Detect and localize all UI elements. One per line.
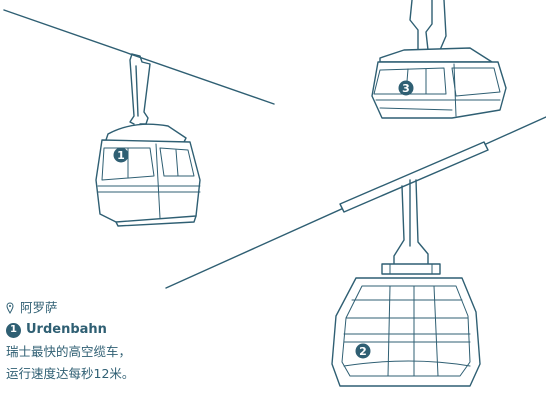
location-pin-icon bbox=[6, 302, 14, 314]
cabin-3-badge bbox=[398, 80, 414, 96]
cabin-1-label: 1 bbox=[117, 149, 125, 162]
cabin-1-badge bbox=[113, 147, 129, 163]
cabin-2-label: 2 bbox=[359, 345, 367, 358]
location-row: 阿罗萨 bbox=[6, 297, 206, 319]
item-number-badge: 1 bbox=[6, 322, 21, 338]
gondola-cabin-1: 1 bbox=[95, 53, 201, 227]
cabin-3-label: 3 bbox=[402, 82, 410, 95]
item-name: Urdenbahn bbox=[26, 322, 107, 337]
description-line-2: 运行速度达每秒12米。 bbox=[6, 366, 135, 381]
gondola-cabin-2: 2 bbox=[331, 141, 489, 387]
gondola-cabin-3: 3 bbox=[371, 0, 507, 119]
item-title-row: 1 Urdenbahn bbox=[6, 319, 206, 341]
info-caption: 阿罗萨 1 Urdenbahn 瑞士最快的高空缆车， 运行速度达每秒12米。 bbox=[6, 297, 206, 385]
cable-left bbox=[3, 9, 275, 105]
description-line-1: 瑞士最快的高空缆车， bbox=[6, 344, 132, 359]
location-label: 阿罗萨 bbox=[20, 300, 58, 315]
cabin-2-badge bbox=[355, 343, 371, 359]
